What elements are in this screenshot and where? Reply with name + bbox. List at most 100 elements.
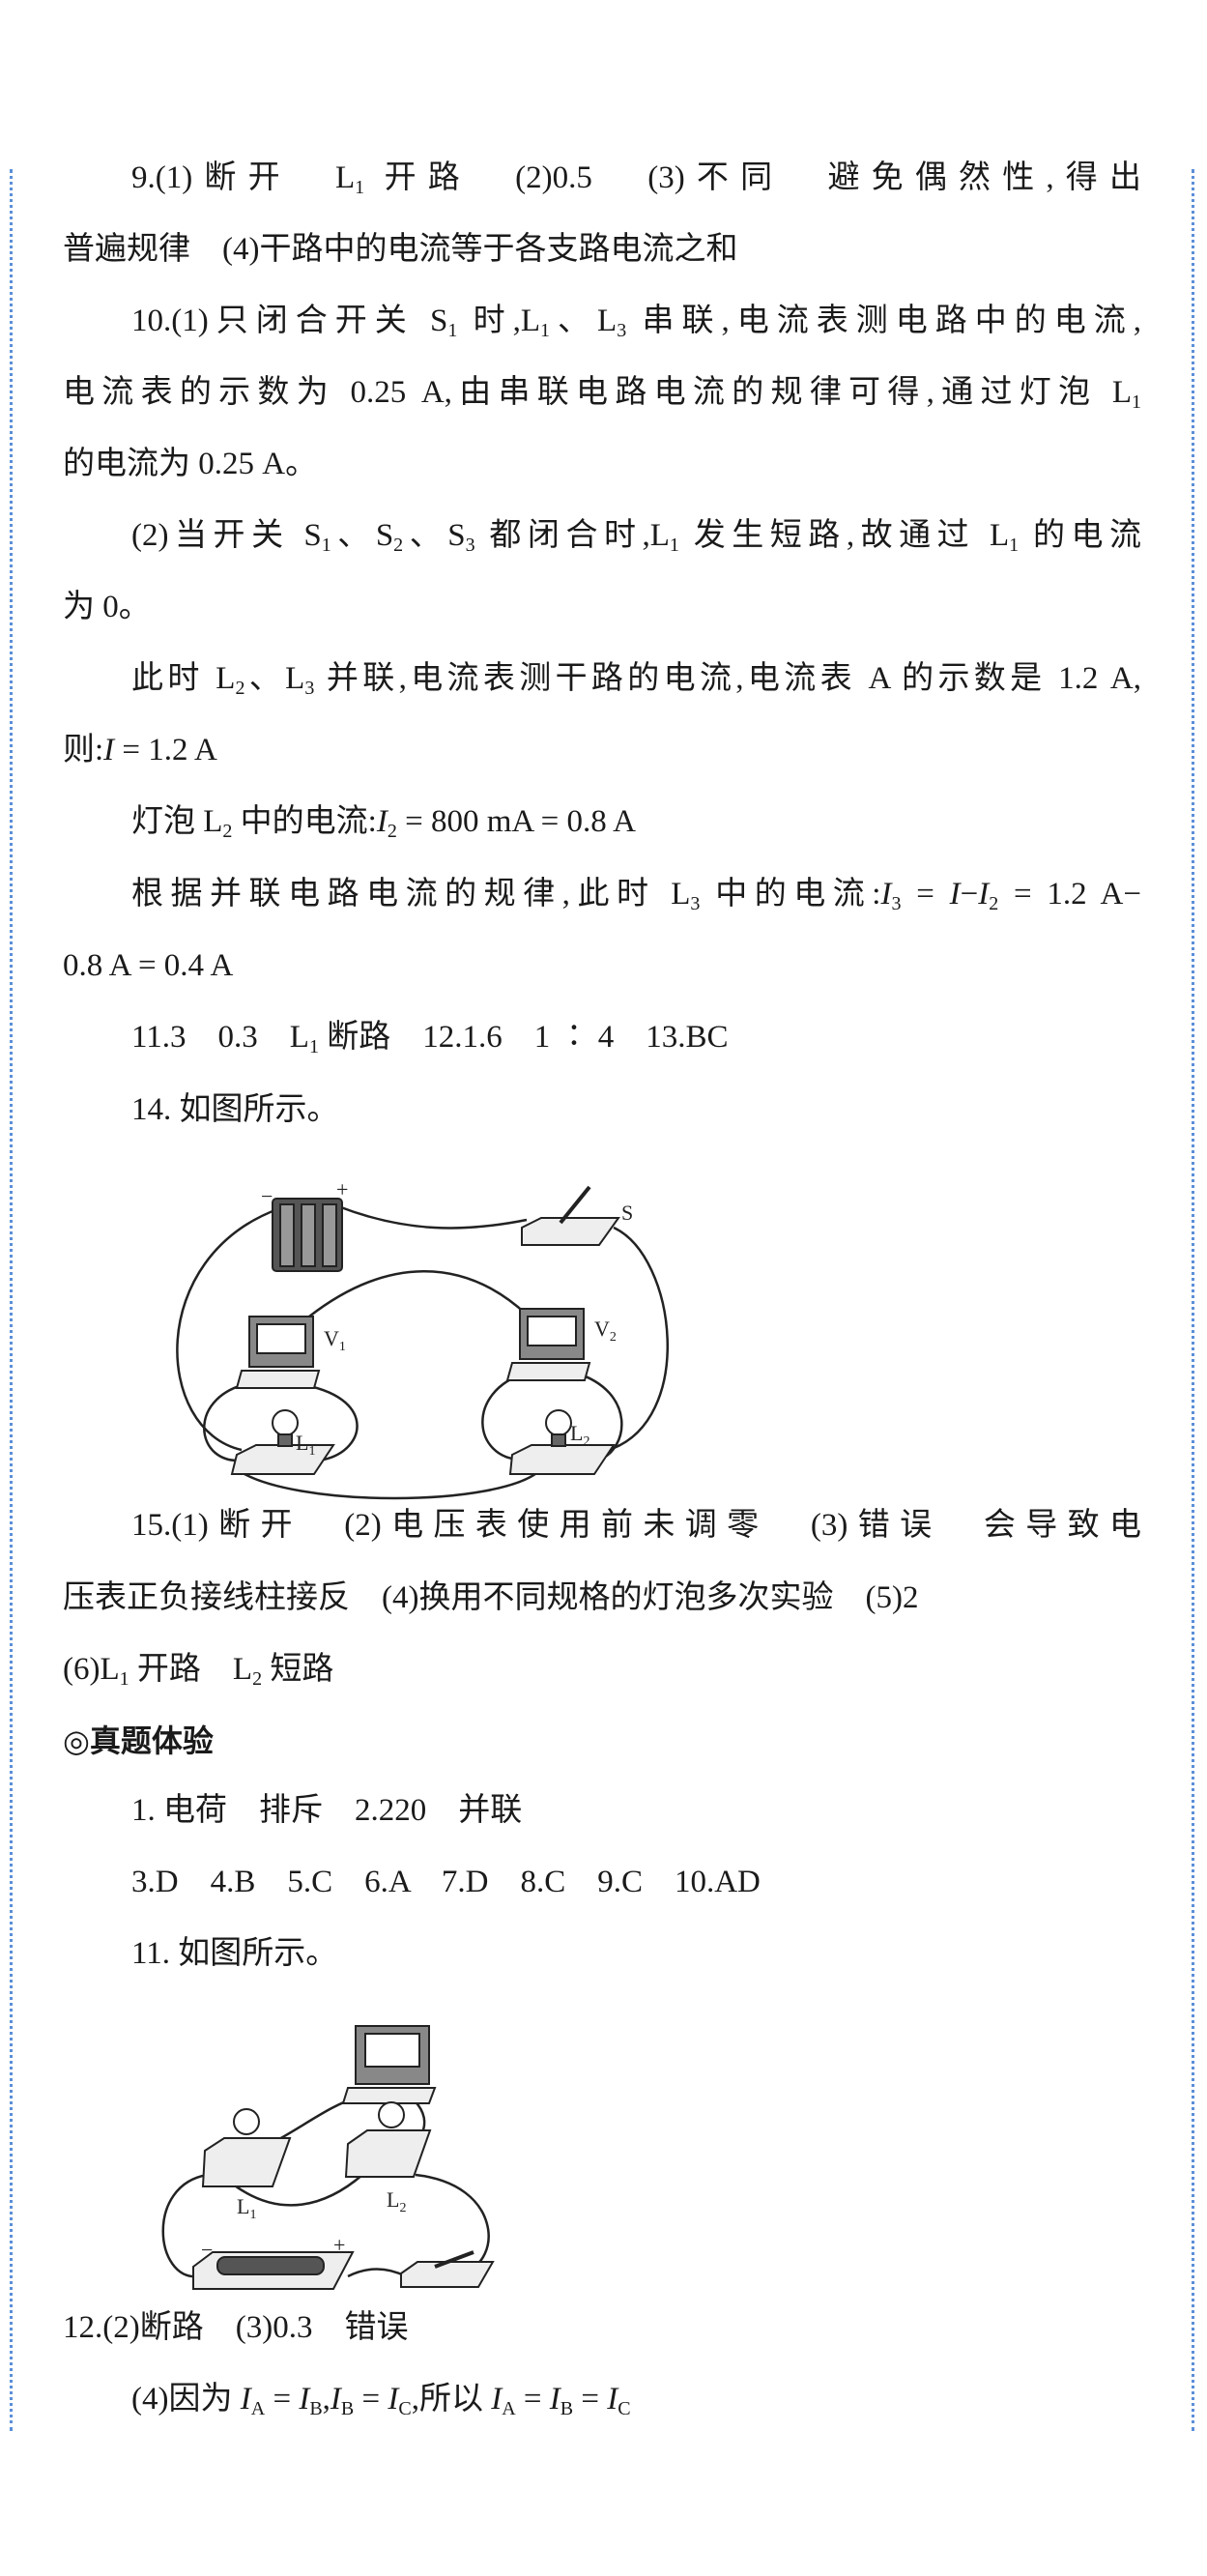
text-segment: 此时 L: [131, 661, 236, 696]
answer-line: 灯泡 L2 中的电流:I2 = 800 mA = 0.8 A: [131, 802, 636, 841]
answer-line: 压表正负接线柱接反 (4)换用不同规格的灯泡多次实验 (5)2: [63, 1578, 918, 1617]
text-segment: 普遍规律 (4)干路中的电流等于各支路电流之和: [63, 232, 738, 267]
subscript: 3: [617, 320, 627, 341]
voltmeter-v2-icon: [505, 1308, 591, 1381]
text-segment: 、S: [403, 518, 466, 553]
text-segment: 0.8 A = 0.4 A: [63, 948, 234, 983]
answer-line: (2)当开关 S1、S2、S3 都闭合时,L1 发生短路,故通过 L1 的电流: [131, 516, 1141, 555]
answer-line: 9.(1)断开 L1 开路 (2)0.5 (3)不同 避免偶然性,得出: [131, 159, 1141, 197]
text-segment: I: [949, 877, 961, 912]
answer-line: 电流表的示数为 0.25 A,由串联电路电流的规律可得,通过灯泡 L1: [63, 373, 1141, 412]
subscript: C: [618, 2398, 631, 2419]
text-segment: (2)当开关 S: [131, 518, 322, 553]
text-segment: 中的电流:: [232, 804, 377, 839]
answer-line: 11. 如图所示。: [131, 1934, 337, 1973]
battery-icon: [192, 2251, 355, 2290]
text-segment: 14. 如图所示。: [131, 1092, 339, 1127]
text-segment: 时,L: [457, 304, 541, 338]
answer-line: 12.(2)断路 (3)0.3 错误: [63, 2308, 408, 2347]
text-segment: 、S: [330, 518, 394, 553]
left-decorative-border: [10, 169, 13, 2431]
text-segment: =: [901, 877, 950, 912]
subscript: 1: [1132, 391, 1141, 413]
subscript: 3: [465, 535, 475, 556]
subscript: 1: [447, 320, 458, 341]
text-segment: 的电流为 0.25 A。: [63, 447, 318, 481]
text-segment: ◎真题体验: [63, 1722, 214, 1759]
text-segment: 根据并联电路电流的规律,此时 L: [131, 877, 691, 912]
text-segment: 15.(1)断开 (2)电压表使用前未调零 (3)错误 会导致电: [131, 1508, 1141, 1543]
text-segment: I: [103, 733, 115, 767]
answer-line: 0.8 A = 0.4 A: [63, 946, 233, 985]
text-segment: 10.(1)只闭合开关 S: [131, 304, 448, 338]
text-segment: =: [515, 2382, 550, 2417]
answer-line: 根据并联电路电流的规律,此时 L3 中的电流:I3 = I−I2 = 1.2 A…: [131, 875, 1141, 913]
text-segment: 压表正负接线柱接反 (4)换用不同规格的灯泡多次实验 (5)2: [63, 1580, 919, 1615]
answer-line: (4)因为 IA = IB,IB = IC,所以 IA = IB = IC: [131, 2380, 631, 2418]
bulb-l2-icon: [344, 2101, 432, 2178]
subscript: 3: [891, 893, 902, 914]
subscript: 2: [387, 821, 397, 842]
text-segment: ,所以: [411, 2382, 492, 2417]
answer-line: 1. 电荷 排斥 2.220 并联: [131, 1791, 522, 1830]
subscript: 3: [304, 678, 315, 699]
answer-line: (6)L1 开路 L2 短路: [63, 1650, 333, 1689]
switch-icon: [521, 1185, 620, 1246]
text-segment: I: [978, 877, 990, 912]
subscript: A: [250, 2398, 266, 2419]
subscript: B: [309, 2398, 323, 2419]
text-segment: I: [607, 2382, 618, 2417]
answer-line: 15.(1)断开 (2)电压表使用前未调零 (3)错误 会导致电: [131, 1506, 1141, 1545]
subscript: 2: [235, 678, 245, 699]
text-segment: I: [299, 2382, 310, 2417]
bulb-l2-label: L2: [387, 2187, 406, 2215]
subscript: 1: [308, 1036, 319, 1057]
text-segment: 开路 (2)0.5 (3)不同 避免偶然性,得出: [364, 160, 1141, 195]
answer-line: 此时 L2、L3 并联,电流表测干路的电流,电流表 A 的示数是 1.2 A,: [131, 659, 1141, 698]
text-segment: 9.(1)断开 L: [131, 160, 356, 195]
text-segment: I: [880, 877, 892, 912]
bulb-l2-icon: [508, 1409, 616, 1475]
text-segment: (6)L: [63, 1652, 120, 1687]
answer-line: 的电流为 0.25 A。: [63, 445, 317, 483]
subscript: 1: [355, 177, 365, 198]
text-segment: 12.(2)断路 (3)0.3 错误: [63, 2310, 409, 2345]
subscript: 2: [989, 893, 999, 914]
answer-line: 为 0。: [63, 588, 151, 626]
subscript: B: [340, 2398, 355, 2419]
battery-minus-label: −: [201, 2238, 213, 2262]
text-segment: ,: [322, 2382, 330, 2417]
subscript: 1: [1009, 535, 1020, 556]
text-segment: 开路 L: [129, 1652, 253, 1687]
text-segment: 、L: [244, 661, 305, 696]
text-segment: 、L: [550, 304, 618, 338]
battery-icon: [272, 1198, 343, 1272]
bulb-l1-icon: [201, 2108, 292, 2187]
answer-line: 3.D 4.B 5.C 6.A 7.D 8.C 9.C 10.AD: [131, 1863, 761, 1901]
text-segment: =: [573, 2382, 608, 2417]
text-segment: 11.3 0.3 L: [131, 1020, 309, 1055]
bulb-l2-label: L2: [570, 1421, 589, 1449]
voltmeter-v1-icon: [235, 1316, 321, 1389]
subscript: A: [502, 2398, 516, 2419]
subscript: 1: [540, 320, 551, 341]
text-segment: 3.D 4.B 5.C 6.A 7.D 8.C 9.C 10.AD: [131, 1865, 761, 1899]
battery-plus-label: +: [333, 2233, 345, 2257]
subscript: 3: [690, 893, 701, 914]
answer-line: 11.3 0.3 L1 断路 12.1.6 1 ∶ 4 13.BC: [131, 1018, 728, 1056]
text-segment: 电流表的示数为 0.25 A,由串联电路电流的规律可得,通过灯泡 L: [63, 375, 1132, 410]
bulb-l1-label: L1: [296, 1431, 315, 1459]
subscript: 1: [321, 535, 331, 556]
text-segment: 发生短路,故通过 L: [678, 518, 1010, 553]
text-segment: 都闭合时,L: [474, 518, 670, 553]
subscript: 2: [222, 821, 233, 842]
text-segment: 1. 电荷 排斥 2.220 并联: [131, 1793, 523, 1828]
text-segment: 灯泡 L: [131, 804, 223, 839]
subscript: B: [560, 2398, 574, 2419]
text-segment: = 1.2 A: [114, 733, 217, 767]
text-segment: 短路: [262, 1652, 334, 1687]
text-segment: −: [960, 877, 979, 912]
text-segment: =: [354, 2382, 388, 2417]
voltmeter-v1-label: V1: [324, 1326, 346, 1354]
text-segment: = 800 mA = 0.8 A: [396, 804, 637, 839]
